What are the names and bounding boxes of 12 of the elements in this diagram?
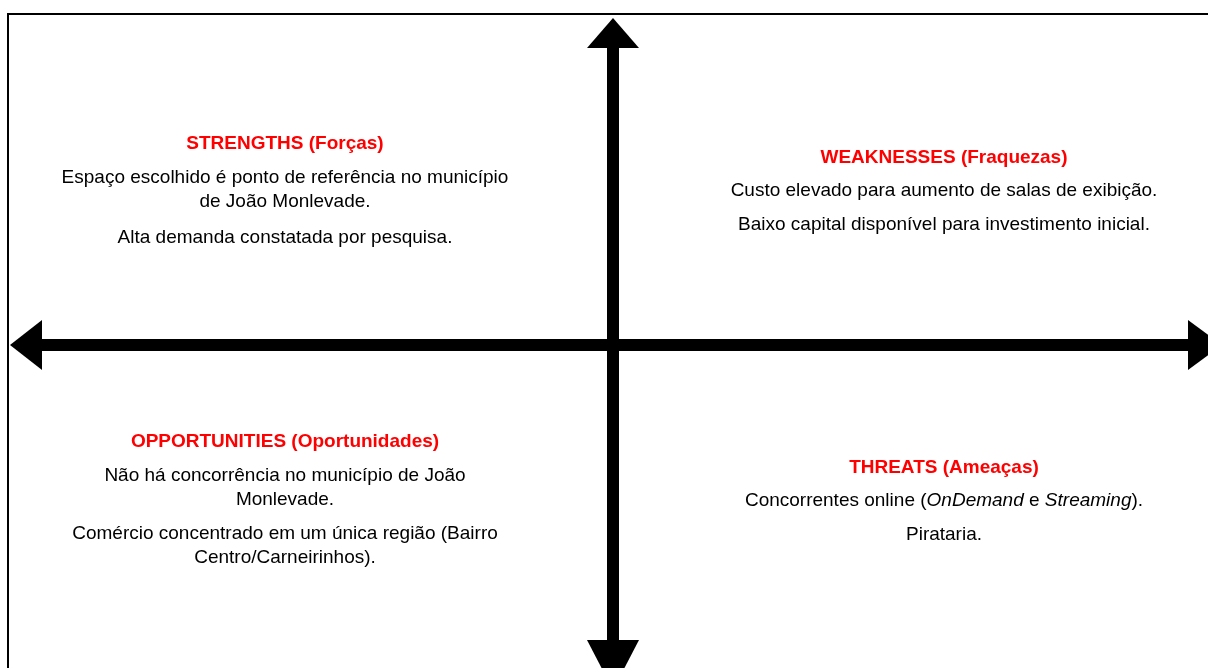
- quadrant-heading: OPPORTUNITIES (Oportunidades): [130, 430, 440, 451]
- quadrant-heading: STRENGTHS (Forças): [186, 132, 384, 153]
- quadrant-text: Custo elevado para aumento de salas de exibição.: [730, 179, 1158, 200]
- quadrant-heading: WEAKNESSES (Fraquezas): [820, 146, 1068, 167]
- quadrant-text: Espaço escolhido é ponto de referência no município de João Monlevade.: [61, 166, 509, 211]
- quadrant-text: Baixo capital disponível para investimento inicial.: [738, 213, 1150, 234]
- quadrant-text: Não há concorrência no município de João Monlevade.: [104, 464, 466, 509]
- quadrant-text: Pirataria.: [906, 523, 982, 544]
- quadrant-heading: THREATS (Ameaças): [849, 456, 1039, 477]
- quadrant-text: Concorrentes online (OnDemand e Streaming).: [744, 489, 1144, 510]
- quadrant-text: Comércio concentrado em um única região (Bairro Centro/Carneirinhos).: [72, 522, 498, 567]
- quadrant-text: Alta demanda constatada por pesquisa.: [117, 226, 453, 247]
